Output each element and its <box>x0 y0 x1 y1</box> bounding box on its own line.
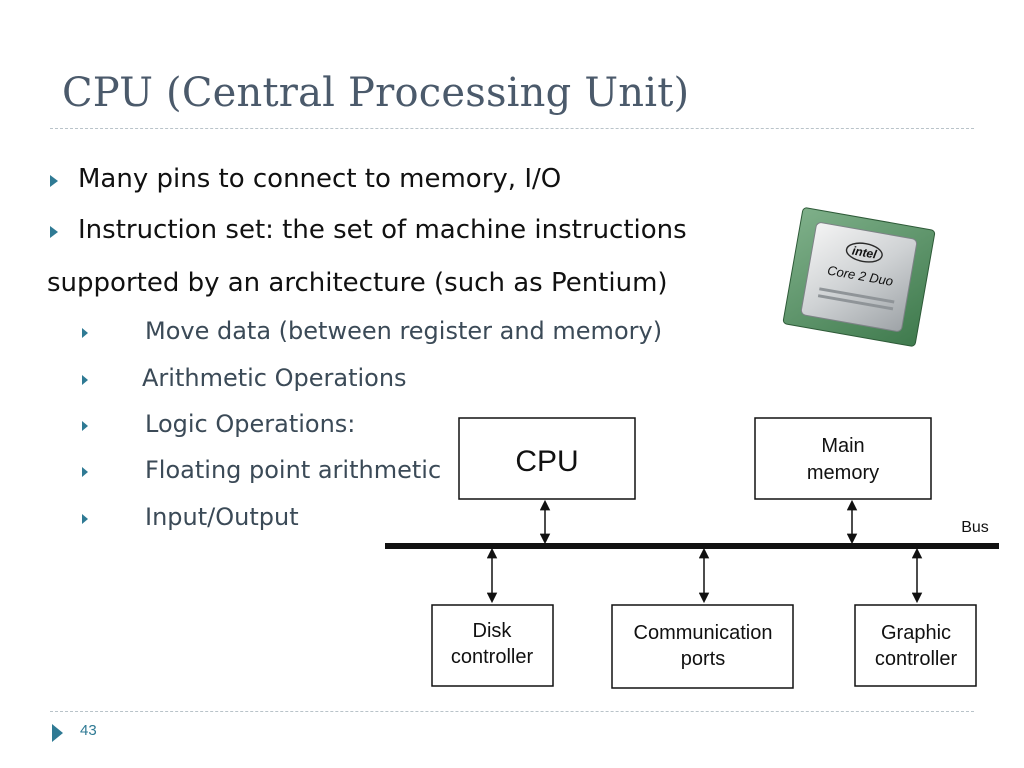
main-memory-box <box>754 417 932 500</box>
cpu-box <box>458 417 636 500</box>
page-number: 43 <box>80 722 97 739</box>
bullet-arrow-icon <box>50 226 58 238</box>
graphic-controller-label-line1: Graphic <box>881 622 951 644</box>
graphic-controller-box <box>854 604 977 687</box>
cpu-box-label: CPU <box>515 445 578 478</box>
main-memory-label-line1: Main <box>821 435 864 457</box>
bus-label: Bus <box>961 519 989 536</box>
sub-bullet-arrow-icon <box>82 514 88 524</box>
communication-ports-label-line2: ports <box>681 648 725 670</box>
chip-brand: intel <box>851 244 878 262</box>
bullet-2: Instruction set: the set of machine inst… <box>78 215 687 245</box>
sub-bullet-3: Logic Operations: <box>145 410 356 438</box>
sub-bullet-2: Arithmetic Operations <box>142 364 407 392</box>
title-divider <box>50 128 974 129</box>
communication-ports-label-line1: Communication <box>634 622 773 644</box>
sub-bullet-1: Move data (between register and memory) <box>145 317 663 345</box>
cpu-chip-image: intel Core 2 Duo <box>782 207 936 347</box>
graphic-controller-label-line2: controller <box>875 648 958 670</box>
sub-bullet-arrow-icon <box>82 421 88 431</box>
sub-bullet-arrow-icon <box>82 375 88 385</box>
disk-controller-box <box>431 604 554 687</box>
slide-title: CPU (Central Processing Unit) <box>62 70 690 116</box>
sub-bullet-5: Input/Output <box>145 503 299 531</box>
sub-bullet-arrow-icon <box>82 467 88 477</box>
footer-divider <box>50 711 974 712</box>
main-memory-label-line2: memory <box>807 462 879 484</box>
sub-bullet-arrow-icon <box>82 328 88 338</box>
communication-ports-box <box>611 604 794 689</box>
disk-controller-label-line2: controller <box>451 646 534 668</box>
bullet-arrow-icon <box>50 175 58 187</box>
bullet-1: Many pins to connect to memory, I/O <box>78 164 562 194</box>
bullet-2-continuation: supported by an architecture (such as Pe… <box>47 268 668 298</box>
footer-arrow-icon <box>52 724 63 742</box>
sub-bullet-4: Floating point arithmetic <box>145 456 442 484</box>
disk-controller-label-line1: Disk <box>473 620 513 642</box>
